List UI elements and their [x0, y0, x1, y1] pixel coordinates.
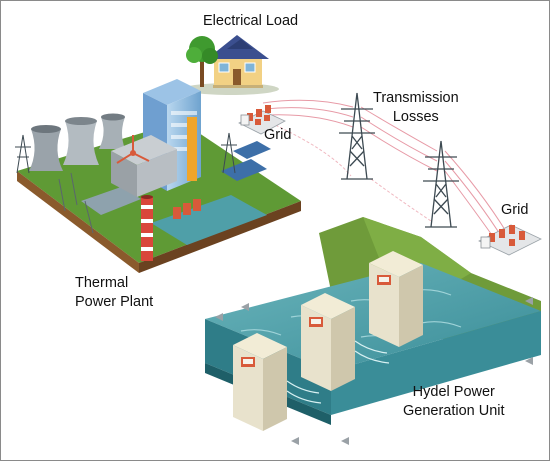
label-hydel-power-unit: Hydel Power Generation Unit — [403, 383, 505, 421]
label-transmission-line2: Losses — [392, 109, 439, 125]
label-grid-top: Grid — [264, 127, 292, 143]
tree-icon — [186, 36, 218, 87]
transmission-tower-2 — [423, 140, 459, 228]
transmission-wires — [262, 99, 508, 246]
thermal-power-plant-icon — [15, 79, 301, 273]
transmission-tower-1 — [339, 92, 375, 180]
label-hydel-line1: Hydel Power — [412, 384, 495, 400]
label-hydel-line2: Generation Unit — [403, 403, 505, 419]
hydel-power-unit-icon — [205, 217, 541, 445]
label-transmission-line1: Transmission — [373, 90, 459, 106]
label-thermal-power-plant: Thermal Power Plant — [75, 274, 153, 312]
label-grid-right: Grid — [501, 202, 529, 218]
grid-substation-top-icon — [238, 105, 286, 135]
label-thermal-line1: Thermal — [75, 275, 129, 291]
label-thermal-line2: Power Plant — [75, 294, 154, 310]
label-transmission-losses: Transmission Losses — [373, 89, 459, 127]
house-icon — [183, 35, 279, 95]
label-electrical-load: Electrical Load — [203, 13, 299, 29]
grid-substation-right-icon — [478, 224, 542, 256]
